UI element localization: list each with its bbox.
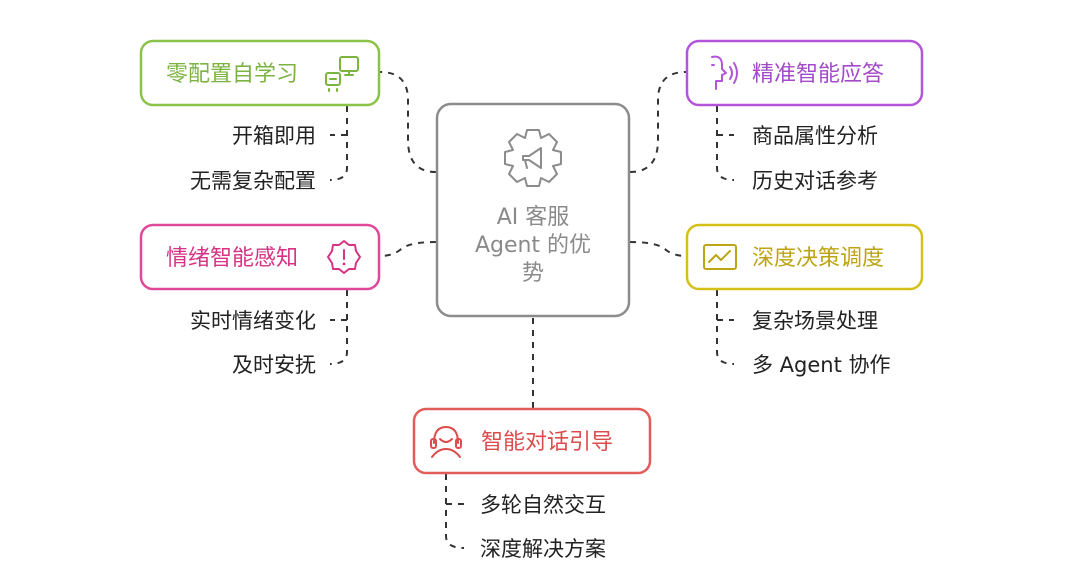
speaking-head-icon <box>711 55 738 90</box>
connector-emotion-sense-items <box>329 290 348 365</box>
branch-deep-decision-item-1: 复杂场景处理 <box>752 309 878 333</box>
branch-dialog-guide-box <box>412 407 652 475</box>
branch-deep-decision-label: 深度决策调度 <box>752 246 884 271</box>
connector-center-precise-answer <box>629 71 687 173</box>
branch-zero-config-box <box>139 39 381 107</box>
branch-precise-answer-label: 精准智能应答 <box>752 62 884 87</box>
branch-emotion-sense-box <box>139 223 381 291</box>
branch-zero-config-label: 零配置自学习 <box>166 62 298 87</box>
branch-zero-config: 零配置自学习 开箱即用 无需复杂配置 <box>139 39 381 193</box>
alert-badge-icon <box>327 240 361 274</box>
center-node-box <box>435 102 631 318</box>
branch-deep-decision-item-2: 多 Agent 协作 <box>752 353 891 377</box>
center-title-line-1: AI 客服 <box>497 205 570 230</box>
branch-precise-answer-item-2: 历史对话参考 <box>752 169 878 193</box>
connectors <box>329 71 735 549</box>
connector-deep-decision-items <box>716 290 735 365</box>
megaphone-gear-icon <box>504 129 562 187</box>
center-node: AI 客服 Agent 的优 势 <box>435 102 631 318</box>
branch-dialog-guide: 智能对话引导 多轮自然交互 深度解决方案 <box>412 407 652 561</box>
branch-emotion-sense-label: 情绪智能感知 <box>166 246 298 271</box>
branch-deep-decision-box <box>685 223 924 291</box>
branch-dialog-guide-label: 智能对话引导 <box>481 430 613 455</box>
branch-dialog-guide-item-2: 深度解决方案 <box>480 537 606 561</box>
computer-terminal-icon <box>325 56 359 92</box>
center-title-line-2: Agent 的优 <box>475 233 591 258</box>
branch-zero-config-item-2: 无需复杂配置 <box>190 169 316 193</box>
connector-center-emotion-sense <box>379 241 437 257</box>
branch-dialog-guide-item-1: 多轮自然交互 <box>480 493 606 517</box>
connector-center-zero-config <box>379 71 437 173</box>
support-agent-icon <box>430 426 462 458</box>
connector-dialog-guide-items <box>445 474 465 549</box>
center-title-line-3: 势 <box>522 261 544 286</box>
branch-precise-answer-box <box>685 39 924 107</box>
branch-zero-config-item-1: 开箱即用 <box>232 124 316 148</box>
branch-emotion-sense: 情绪智能感知 实时情绪变化 及时安抚 <box>139 223 381 377</box>
branch-precise-answer-item-1: 商品属性分析 <box>752 124 878 148</box>
connector-zero-config-items <box>329 106 348 181</box>
branch-deep-decision: 深度决策调度 复杂场景处理 多 Agent 协作 <box>685 223 924 377</box>
connector-precise-answer-items <box>716 106 735 181</box>
line-chart-icon <box>703 244 737 270</box>
branch-emotion-sense-item-1: 实时情绪变化 <box>190 309 316 333</box>
connector-center-deep-decision <box>629 241 687 257</box>
branch-precise-answer: 精准智能应答 商品属性分析 历史对话参考 <box>685 39 924 193</box>
branch-emotion-sense-item-2: 及时安抚 <box>232 353 316 377</box>
